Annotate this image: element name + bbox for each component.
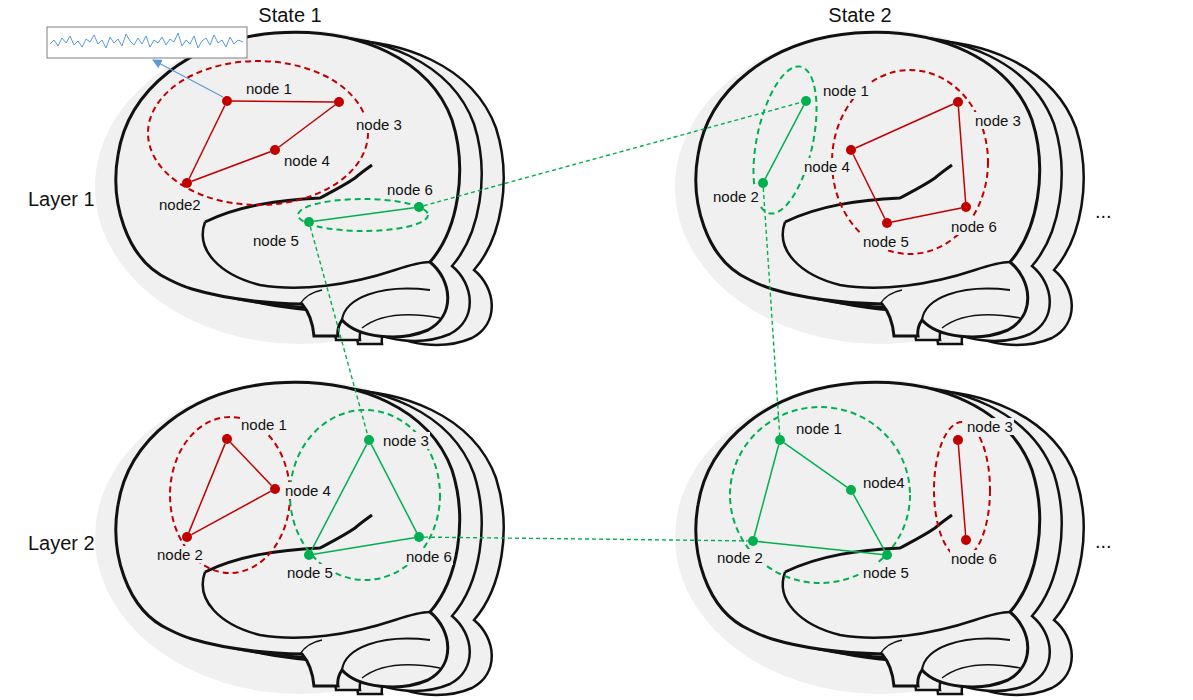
network-edge xyxy=(958,107,965,202)
network-node: node 6 xyxy=(961,202,971,212)
interlayer-link xyxy=(424,102,801,205)
network-node: node 3 xyxy=(953,435,963,445)
node-label: node 2 xyxy=(156,546,204,563)
panel-label: ... xyxy=(1095,200,1112,223)
signal-trace xyxy=(50,33,243,48)
network-node: node 6 xyxy=(414,202,424,212)
panel-label: State 2 xyxy=(828,4,891,27)
network-node: node 2 xyxy=(748,536,758,546)
signal-box xyxy=(47,27,247,58)
network-node: node 1 xyxy=(222,96,232,106)
network-edge xyxy=(192,152,271,181)
network-node: node 6 xyxy=(414,532,424,542)
network-edge xyxy=(856,104,954,148)
node-label: node 6 xyxy=(950,550,998,567)
node-label: node 4 xyxy=(284,482,332,499)
node-label: node4 xyxy=(862,474,906,491)
network-edge xyxy=(314,538,414,554)
network-edge xyxy=(371,444,416,532)
node-label: node 4 xyxy=(803,158,851,175)
node-label: node 5 xyxy=(862,233,910,250)
network-edge xyxy=(314,208,414,222)
network-node: node 4 xyxy=(270,145,280,155)
network-edge xyxy=(765,105,803,178)
network-node: node 4 xyxy=(846,145,856,155)
network-node: node 3 xyxy=(334,97,344,107)
node-label: node 3 xyxy=(355,116,403,133)
panel-label: Layer 1 xyxy=(28,188,95,211)
panel-label: State 1 xyxy=(258,4,321,27)
network-edge xyxy=(958,445,965,535)
node-label: node 4 xyxy=(283,152,331,169)
community-outline xyxy=(934,422,990,558)
node-label: node 2 xyxy=(716,549,764,566)
brain-illustration xyxy=(95,380,505,695)
network-node: node 5 xyxy=(882,550,892,560)
network-node: node 3 xyxy=(364,435,374,445)
network-edge xyxy=(853,155,885,219)
node-label: node 2 xyxy=(712,188,760,205)
network-edge xyxy=(189,106,225,179)
node-label: node 1 xyxy=(822,82,870,99)
network-node: node 5 xyxy=(304,550,314,560)
node-label: node 6 xyxy=(386,181,434,198)
network-edge xyxy=(279,105,335,147)
network-node: node 4 xyxy=(270,484,280,494)
node-label: node 1 xyxy=(795,420,843,437)
brain-illustration xyxy=(675,30,1085,345)
node-label: node 5 xyxy=(862,564,910,581)
network-edge xyxy=(853,494,884,550)
network-edge xyxy=(189,444,225,533)
network-node: node 6 xyxy=(961,535,971,545)
network-node: node 1 xyxy=(801,96,811,106)
brain-illustration xyxy=(95,30,505,345)
node-label: node 3 xyxy=(382,432,430,449)
signal-pointer xyxy=(153,60,223,97)
network-node: node 2 xyxy=(182,532,192,542)
network-node: node 5 xyxy=(304,217,314,227)
network-edge xyxy=(784,443,847,487)
interlayer-link xyxy=(424,537,748,541)
panel-label: ... xyxy=(1095,530,1112,553)
network-node: node 2 xyxy=(758,178,768,188)
community-outline xyxy=(148,61,368,205)
network-node: node4 xyxy=(846,485,856,495)
network-node: node2 xyxy=(182,178,192,188)
network-edge xyxy=(758,542,882,555)
node-label: node 5 xyxy=(286,564,334,581)
network-edge xyxy=(232,101,334,102)
panel-label: Layer 2 xyxy=(28,532,95,555)
node-label: node 1 xyxy=(240,416,288,433)
network-node: node 5 xyxy=(882,218,892,228)
node-label: node2 xyxy=(158,196,202,213)
node-label: node 1 xyxy=(245,80,293,97)
community-outline xyxy=(298,199,428,231)
interlayer-link xyxy=(310,227,367,435)
network-node: node 1 xyxy=(775,435,785,445)
node-label: node 5 xyxy=(252,232,300,249)
node-label: node 6 xyxy=(950,218,998,235)
network-edge xyxy=(754,445,778,536)
brain-illustration xyxy=(675,380,1085,695)
network-edge xyxy=(231,443,272,486)
network-node: node 1 xyxy=(222,434,232,444)
node-label: node 3 xyxy=(966,418,1014,435)
network-node: node 3 xyxy=(953,97,963,107)
node-label: node 3 xyxy=(974,112,1022,129)
interlayer-link xyxy=(763,188,779,435)
node-label: node 6 xyxy=(405,548,453,565)
